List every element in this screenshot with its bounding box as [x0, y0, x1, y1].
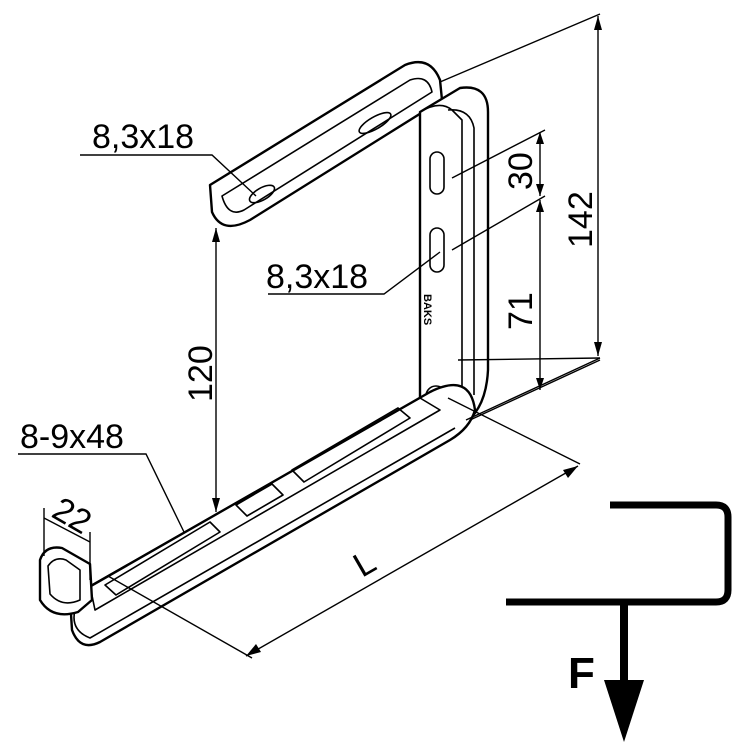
dim-30-arrow-bottom — [536, 184, 544, 196]
label-height-71: 71 — [502, 292, 540, 330]
load-force-icon: F — [506, 501, 732, 742]
dim-71-arrow-bottom — [536, 378, 544, 390]
top-arm-inner — [221, 77, 433, 213]
load-profile — [506, 501, 732, 606]
dim-120-arrow-top — [212, 228, 220, 242]
side-slot-1 — [429, 151, 445, 195]
ext-30-bottom — [451, 195, 546, 251]
dim-L-arrow-left — [246, 644, 261, 656]
front-lip — [38, 546, 94, 616]
ext-71-bottom — [469, 359, 601, 421]
bottom-slot-3 — [291, 407, 411, 483]
bottom-arm-outer — [68, 383, 477, 647]
leader-slot-bottom — [18, 453, 185, 533]
ext-L-right — [447, 397, 581, 465]
leader-slot-side — [268, 251, 441, 295]
top-arm-outer — [208, 60, 444, 228]
leader-slot-top — [80, 154, 257, 197]
dim-L-arrow-right — [563, 466, 578, 478]
bracket-body: BAKS — [38, 60, 490, 647]
force-label: F — [568, 649, 595, 698]
labels: 8,3x18 8,3x18 8-9x48 30 71 142 120 22 L — [20, 118, 600, 585]
label-height-30: 30 — [502, 152, 540, 190]
label-length-L: L — [347, 543, 382, 585]
ext-top-right — [439, 13, 601, 83]
back-plate-edge-2 — [447, 109, 475, 395]
label-height-120: 120 — [182, 345, 220, 402]
dimensions — [18, 13, 602, 659]
dim-30-arrow-top — [536, 132, 544, 144]
bottom-arm-inner — [89, 397, 441, 611]
dim-142-arrow-bottom — [594, 342, 602, 356]
bottom-slot-1 — [104, 521, 221, 596]
dim-120-arrow-bottom — [212, 498, 220, 512]
stamp-text: BAKS — [421, 294, 433, 325]
top-slot-1 — [248, 184, 276, 204]
dim-142-arrow-top — [594, 16, 602, 30]
dim-71-arrow-top — [536, 200, 544, 212]
ext-bottom-right — [465, 357, 601, 421]
force-arrow-head — [604, 680, 644, 742]
label-slot-side: 8,3x18 — [266, 258, 368, 296]
side-slot-2 — [429, 227, 445, 273]
ext-L-left — [107, 575, 253, 659]
ext-30-top — [451, 129, 546, 179]
bottom-slot-2 — [235, 483, 284, 517]
label-slot-top: 8,3x18 — [92, 118, 194, 156]
label-height-142: 142 — [562, 191, 600, 248]
top-slot-2 — [358, 111, 392, 135]
dim-22-line — [43, 517, 91, 543]
label-slot-bottom: 8-9x48 — [20, 418, 124, 456]
dim-L-line — [245, 465, 579, 657]
ext-mid-right — [457, 357, 601, 361]
front-lip-inner — [47, 558, 81, 604]
